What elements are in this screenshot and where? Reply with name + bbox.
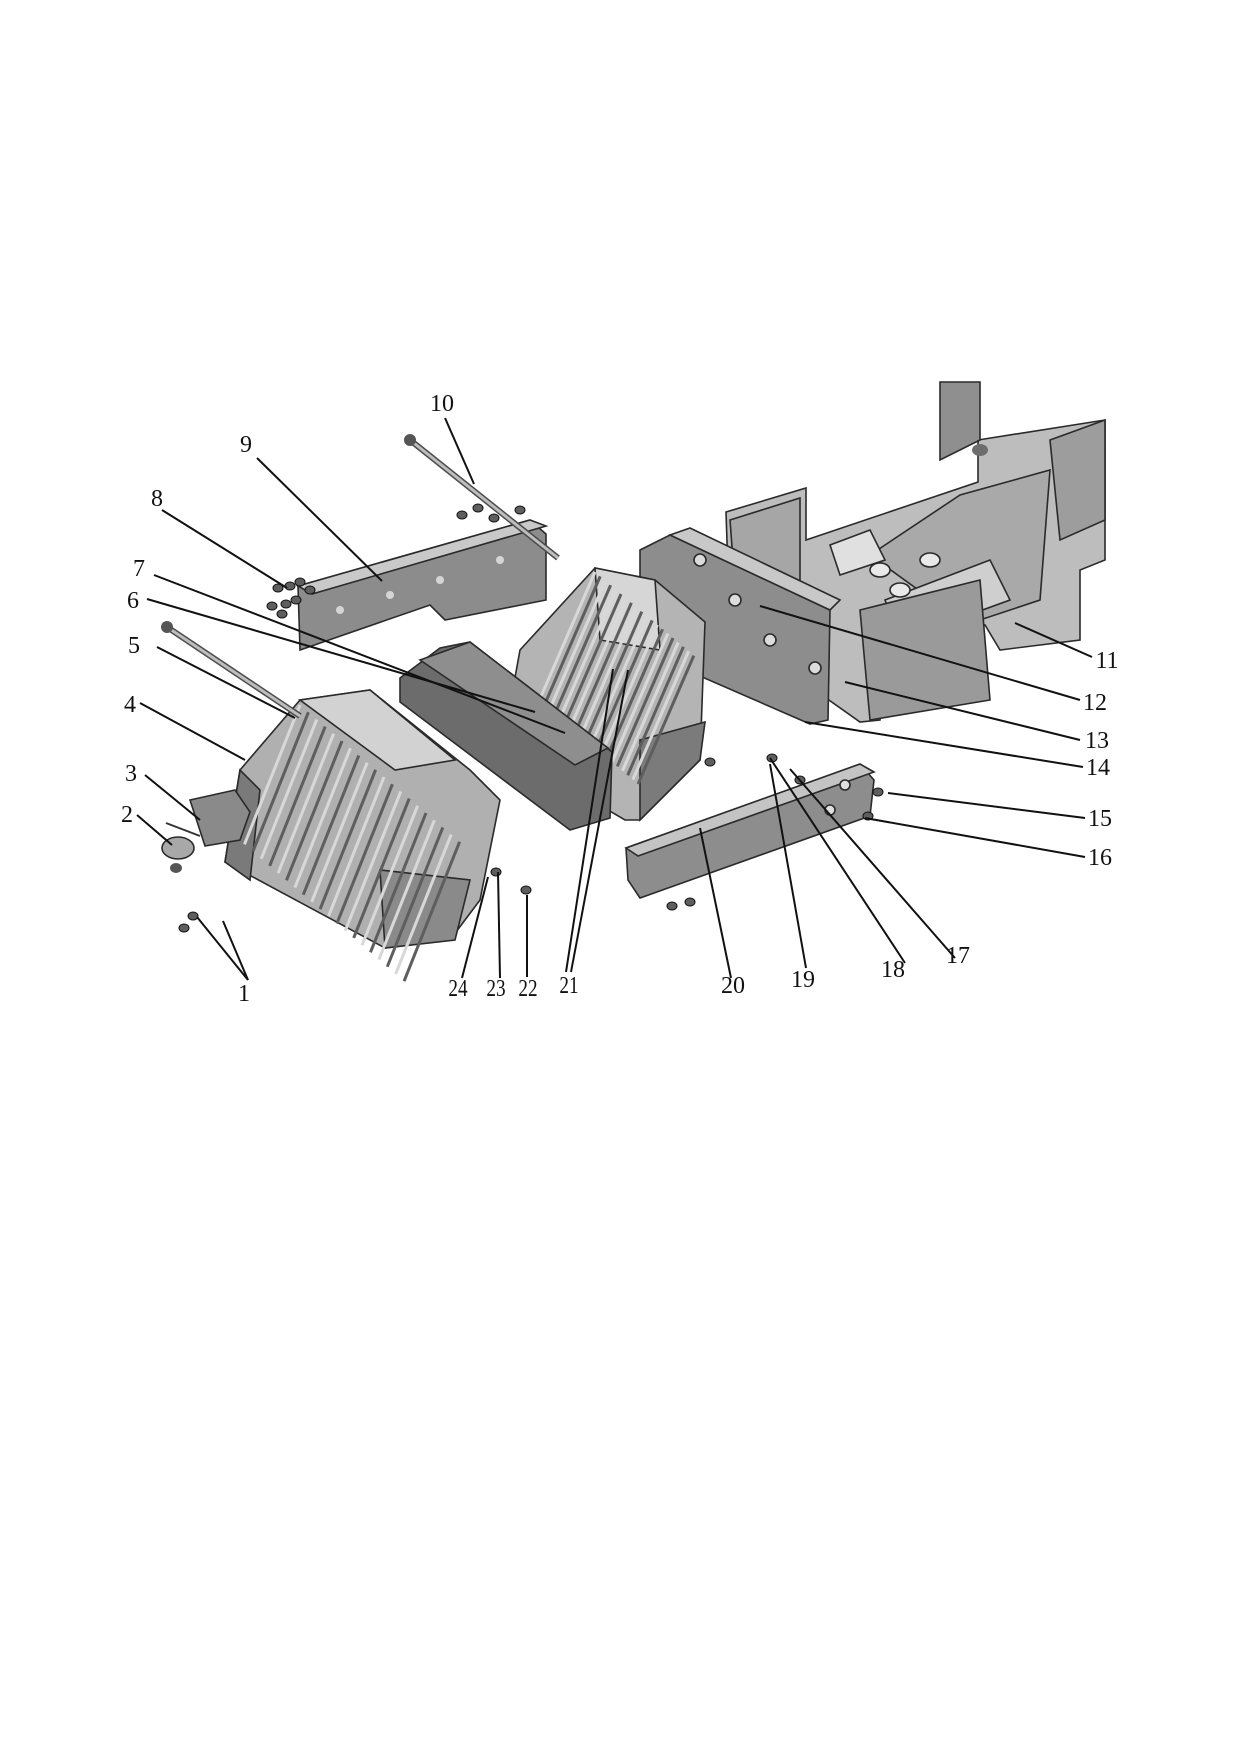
callout-15: 15 <box>1088 806 1112 832</box>
weight-fin <box>610 633 670 763</box>
bolt-nut <box>178 923 190 933</box>
callout-5: 5 <box>128 633 140 659</box>
bolt-nut <box>294 577 306 587</box>
weight-fin <box>360 805 419 946</box>
weight-fin <box>335 783 394 925</box>
weight-fin <box>574 602 633 732</box>
bolt-nut <box>490 867 502 877</box>
bolt-nut <box>280 599 292 609</box>
bolt-nut <box>266 601 278 611</box>
weight-fin <box>553 584 612 715</box>
weight-fin <box>293 747 352 889</box>
bolt-nut <box>520 885 532 895</box>
bolt-nut <box>290 595 302 605</box>
bolt-nut <box>872 787 884 797</box>
callout-22: 22 <box>518 975 537 1002</box>
weight-fin <box>600 624 659 754</box>
bolt-nut <box>472 503 484 513</box>
callout-21: 21 <box>559 972 578 999</box>
weight-fin <box>589 615 649 746</box>
callout-labels: 1 2 3 4 5 6 7 8 9 10 11 12 13 14 15 16 1… <box>121 391 1119 1007</box>
weight-fin <box>268 726 327 867</box>
weight-fin <box>615 637 675 768</box>
weight-fin <box>318 769 377 910</box>
weight-fin <box>626 646 685 776</box>
weight-fin <box>243 704 302 845</box>
weight-fin <box>259 718 319 860</box>
callout-4: 4 <box>124 692 136 718</box>
callout-13: 13 <box>1085 728 1109 754</box>
weight-fin <box>621 641 680 772</box>
weight-fin <box>558 589 618 719</box>
weight-fin <box>301 754 361 896</box>
bolt-nut <box>456 510 468 520</box>
weight-fin <box>394 834 453 975</box>
bolt-nut <box>187 911 199 921</box>
callout-6: 6 <box>127 588 139 614</box>
callout-11: 11 <box>1095 648 1118 674</box>
callout-14: 14 <box>1086 755 1110 781</box>
callout-1: 1 <box>238 981 250 1007</box>
callout-10: 10 <box>430 391 454 417</box>
bolt-nut <box>684 897 696 907</box>
callout-16: 16 <box>1088 845 1112 871</box>
weight-fin <box>251 711 310 853</box>
tie-rods <box>161 434 560 719</box>
weight-fin <box>369 812 428 953</box>
fastener-hardware <box>178 503 884 933</box>
weight-fin <box>579 606 638 737</box>
side-plate-right <box>624 763 876 899</box>
callout-24: 24 <box>448 975 467 1002</box>
bolt-nut <box>514 505 526 515</box>
weight-fin <box>310 762 369 903</box>
weight-fin <box>543 575 602 706</box>
weight-fin <box>584 611 644 741</box>
callout-19: 19 <box>791 967 815 993</box>
weight-fin <box>285 740 344 881</box>
weight-fin <box>327 776 386 917</box>
callout-2: 2 <box>121 802 133 828</box>
bolt-nut <box>276 609 288 619</box>
callout-9: 9 <box>240 432 252 458</box>
weight-fin <box>569 597 628 728</box>
weight-fin <box>385 826 445 968</box>
callout-20: 20 <box>721 973 745 999</box>
weight-fin <box>548 580 607 710</box>
bolt-nut <box>704 757 716 767</box>
ballast-fins-front <box>243 704 461 982</box>
callout-7: 7 <box>133 556 145 582</box>
bolt-nut <box>666 901 678 911</box>
side-plate-left <box>295 519 549 652</box>
weight-fin <box>537 571 597 702</box>
bolt-nut <box>304 585 316 595</box>
callout-17: 17 <box>946 943 970 969</box>
weight-fin <box>631 650 690 781</box>
bolt-nut <box>488 513 500 523</box>
weight-fin <box>563 593 623 724</box>
bolt-nut <box>272 583 284 593</box>
weight-fin <box>636 655 696 785</box>
weight-fin <box>276 733 335 874</box>
leader-lines <box>136 417 1093 981</box>
callout-3: 3 <box>125 761 137 787</box>
callout-18: 18 <box>881 957 905 983</box>
callout-23: 23 <box>486 975 505 1002</box>
weight-fin <box>402 841 461 982</box>
callout-8: 8 <box>151 486 163 512</box>
weight-fin <box>377 819 436 961</box>
weight-fin <box>352 798 411 939</box>
callout-12: 12 <box>1083 690 1107 716</box>
weight-fin <box>343 790 403 932</box>
